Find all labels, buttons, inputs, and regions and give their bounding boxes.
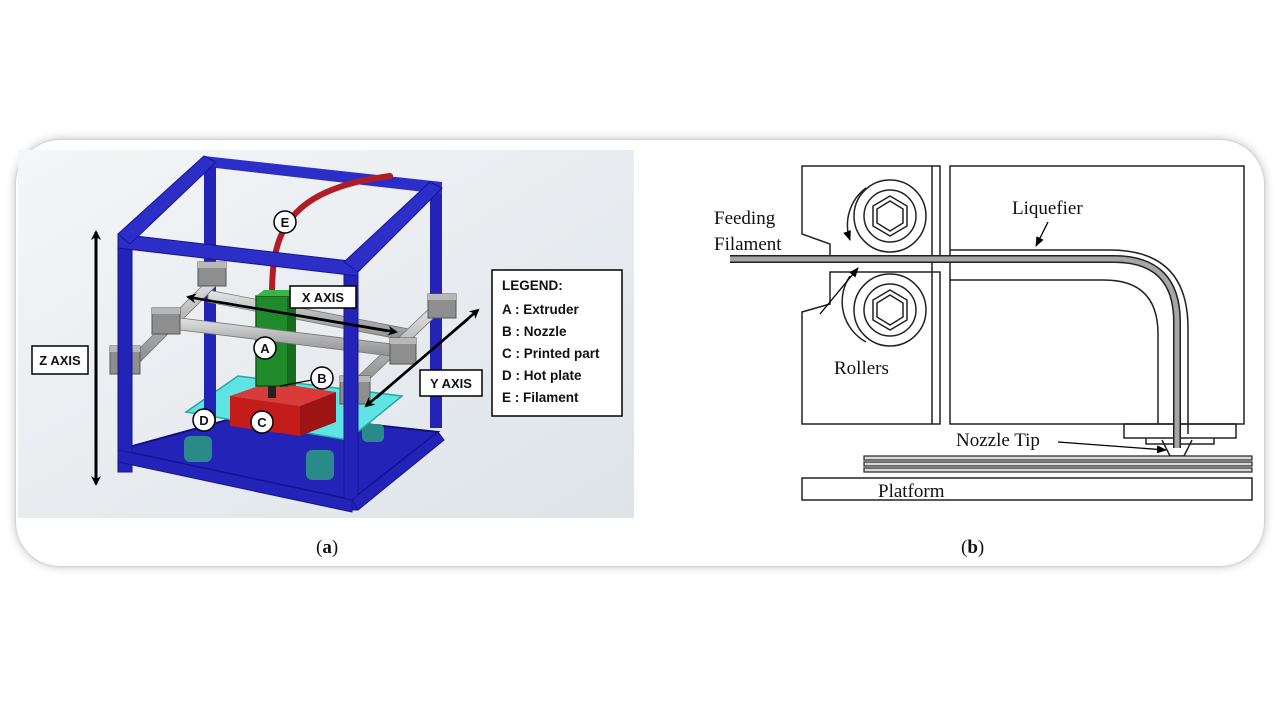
legend-title: LEGEND: <box>502 278 563 293</box>
svg-text:E: E <box>281 215 290 230</box>
upper-roller <box>843 179 927 253</box>
z-axis-label: Z AXIS <box>39 353 81 368</box>
figure-b-extrusion-diagram: Feeding Filament Liquefier Rollers Nozzl… <box>714 165 1253 502</box>
legend-item: E : Filament <box>502 390 579 405</box>
svg-text:A: A <box>260 341 270 356</box>
corner-block <box>427 293 457 319</box>
liquefier-channel-inner <box>950 279 1159 424</box>
caption-a: (a) <box>316 537 339 558</box>
legend-item: C : Printed part <box>502 346 600 361</box>
x-axis-label-box <box>289 285 357 309</box>
marker-c: C <box>250 410 274 434</box>
marker-b: B <box>279 366 334 390</box>
label-filament: Filament <box>714 234 782 255</box>
deposited-layers <box>863 455 1253 473</box>
roller-housing-upper <box>801 165 941 259</box>
platform <box>801 477 1253 501</box>
frame-top-rail <box>117 233 359 277</box>
marker-d: D <box>192 408 216 432</box>
y-axis-label-box <box>419 369 483 397</box>
legend: LEGEND: A : Extruder B : Nozzle C : Prin… <box>491 269 623 417</box>
liquefier-block <box>949 165 1245 425</box>
label-nozzle-tip: Nozzle Tip <box>956 430 1040 451</box>
caption-b: (b) <box>961 537 985 558</box>
label-rollers: Rollers <box>834 358 889 379</box>
corner-block <box>151 307 181 335</box>
roller-housing-lower <box>801 271 941 425</box>
figure-a-printer-diagram: Z AXIS X AXIS Y AXIS E A B C D LEGEND: A… <box>18 150 634 518</box>
filament-strand <box>730 255 1181 448</box>
label-platform: Platform <box>878 481 945 502</box>
liquefier-channel-outer <box>950 249 1189 434</box>
marker-e: E <box>273 210 297 234</box>
svg-text:C: C <box>257 415 267 430</box>
frame-bottom-rail <box>117 449 353 513</box>
frame-top-rail <box>117 155 217 245</box>
legend-item: A : Extruder <box>502 302 580 317</box>
printed-part-top <box>230 382 336 406</box>
hot-plate-leg <box>362 424 384 442</box>
nozzle <box>268 386 276 398</box>
marker-a: A <box>253 336 277 360</box>
frame-top-rail <box>343 181 443 273</box>
svg-text:B: B <box>317 371 326 386</box>
hot-plate-leg <box>306 450 334 480</box>
printed-part-side <box>300 392 336 436</box>
x-axis-label: X AXIS <box>302 290 344 305</box>
frame-post-front-left <box>117 233 133 473</box>
lower-roller <box>841 273 927 347</box>
frame-bottom-rail <box>351 431 445 511</box>
label-feeding: Feeding <box>714 208 776 229</box>
leader-rollers <box>819 267 859 315</box>
z-axis-label-box <box>31 345 89 375</box>
corner-block <box>389 337 417 365</box>
legend-item: D : Hot plate <box>502 368 582 383</box>
hot-plate-leg <box>184 436 212 462</box>
leader-liquefier <box>1035 221 1049 247</box>
legend-item: B : Nozzle <box>502 324 567 339</box>
svg-text:D: D <box>199 413 208 428</box>
frame-top-rail <box>204 156 442 194</box>
y-axis-label: Y AXIS <box>430 376 472 391</box>
label-liquefier: Liquefier <box>1012 198 1083 219</box>
corner-block <box>197 261 227 287</box>
leader-nozzle-tip <box>1057 441 1167 454</box>
